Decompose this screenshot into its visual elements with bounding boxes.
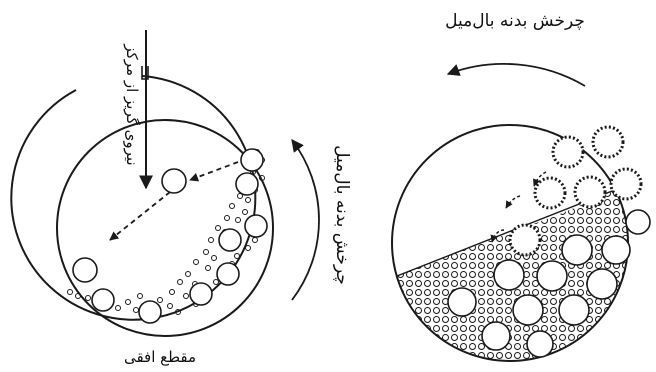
cross-section-label: مقطع افقی [124,348,196,366]
grinding-ball [235,172,259,196]
rotation-arrow-left [291,138,320,301]
coated-balls [508,125,643,257]
right-mill: چرخش بدنه بال‌میل [391,11,651,362]
dashed-path-arrow-1 [189,161,239,182]
grinding-ball [138,300,162,324]
grinding-ball [72,257,98,283]
dashed-path-arrow-2 [109,191,171,241]
grinding-ball [218,228,242,252]
buried-balls [447,209,651,358]
left-drum-inner [56,119,274,337]
grinding-ball [216,262,240,286]
grinding-ball [244,214,268,238]
grinding-ball [189,282,213,306]
rotation-label-top: چرخش بدنه بال‌میل [445,11,585,31]
rotation-arrow-right [446,63,586,87]
grinding-ball [161,168,187,194]
grinding-ball [240,148,264,172]
grinding-ball [91,288,115,312]
falling-arrows [490,171,547,243]
rotation-label-vertical: چرخش بدنه بال‌میل [332,145,352,285]
left-mill: نیروی گریز از مرکز [10,30,320,366]
centrifugal-force-label: نیروی گریز از مرکز [123,43,141,165]
